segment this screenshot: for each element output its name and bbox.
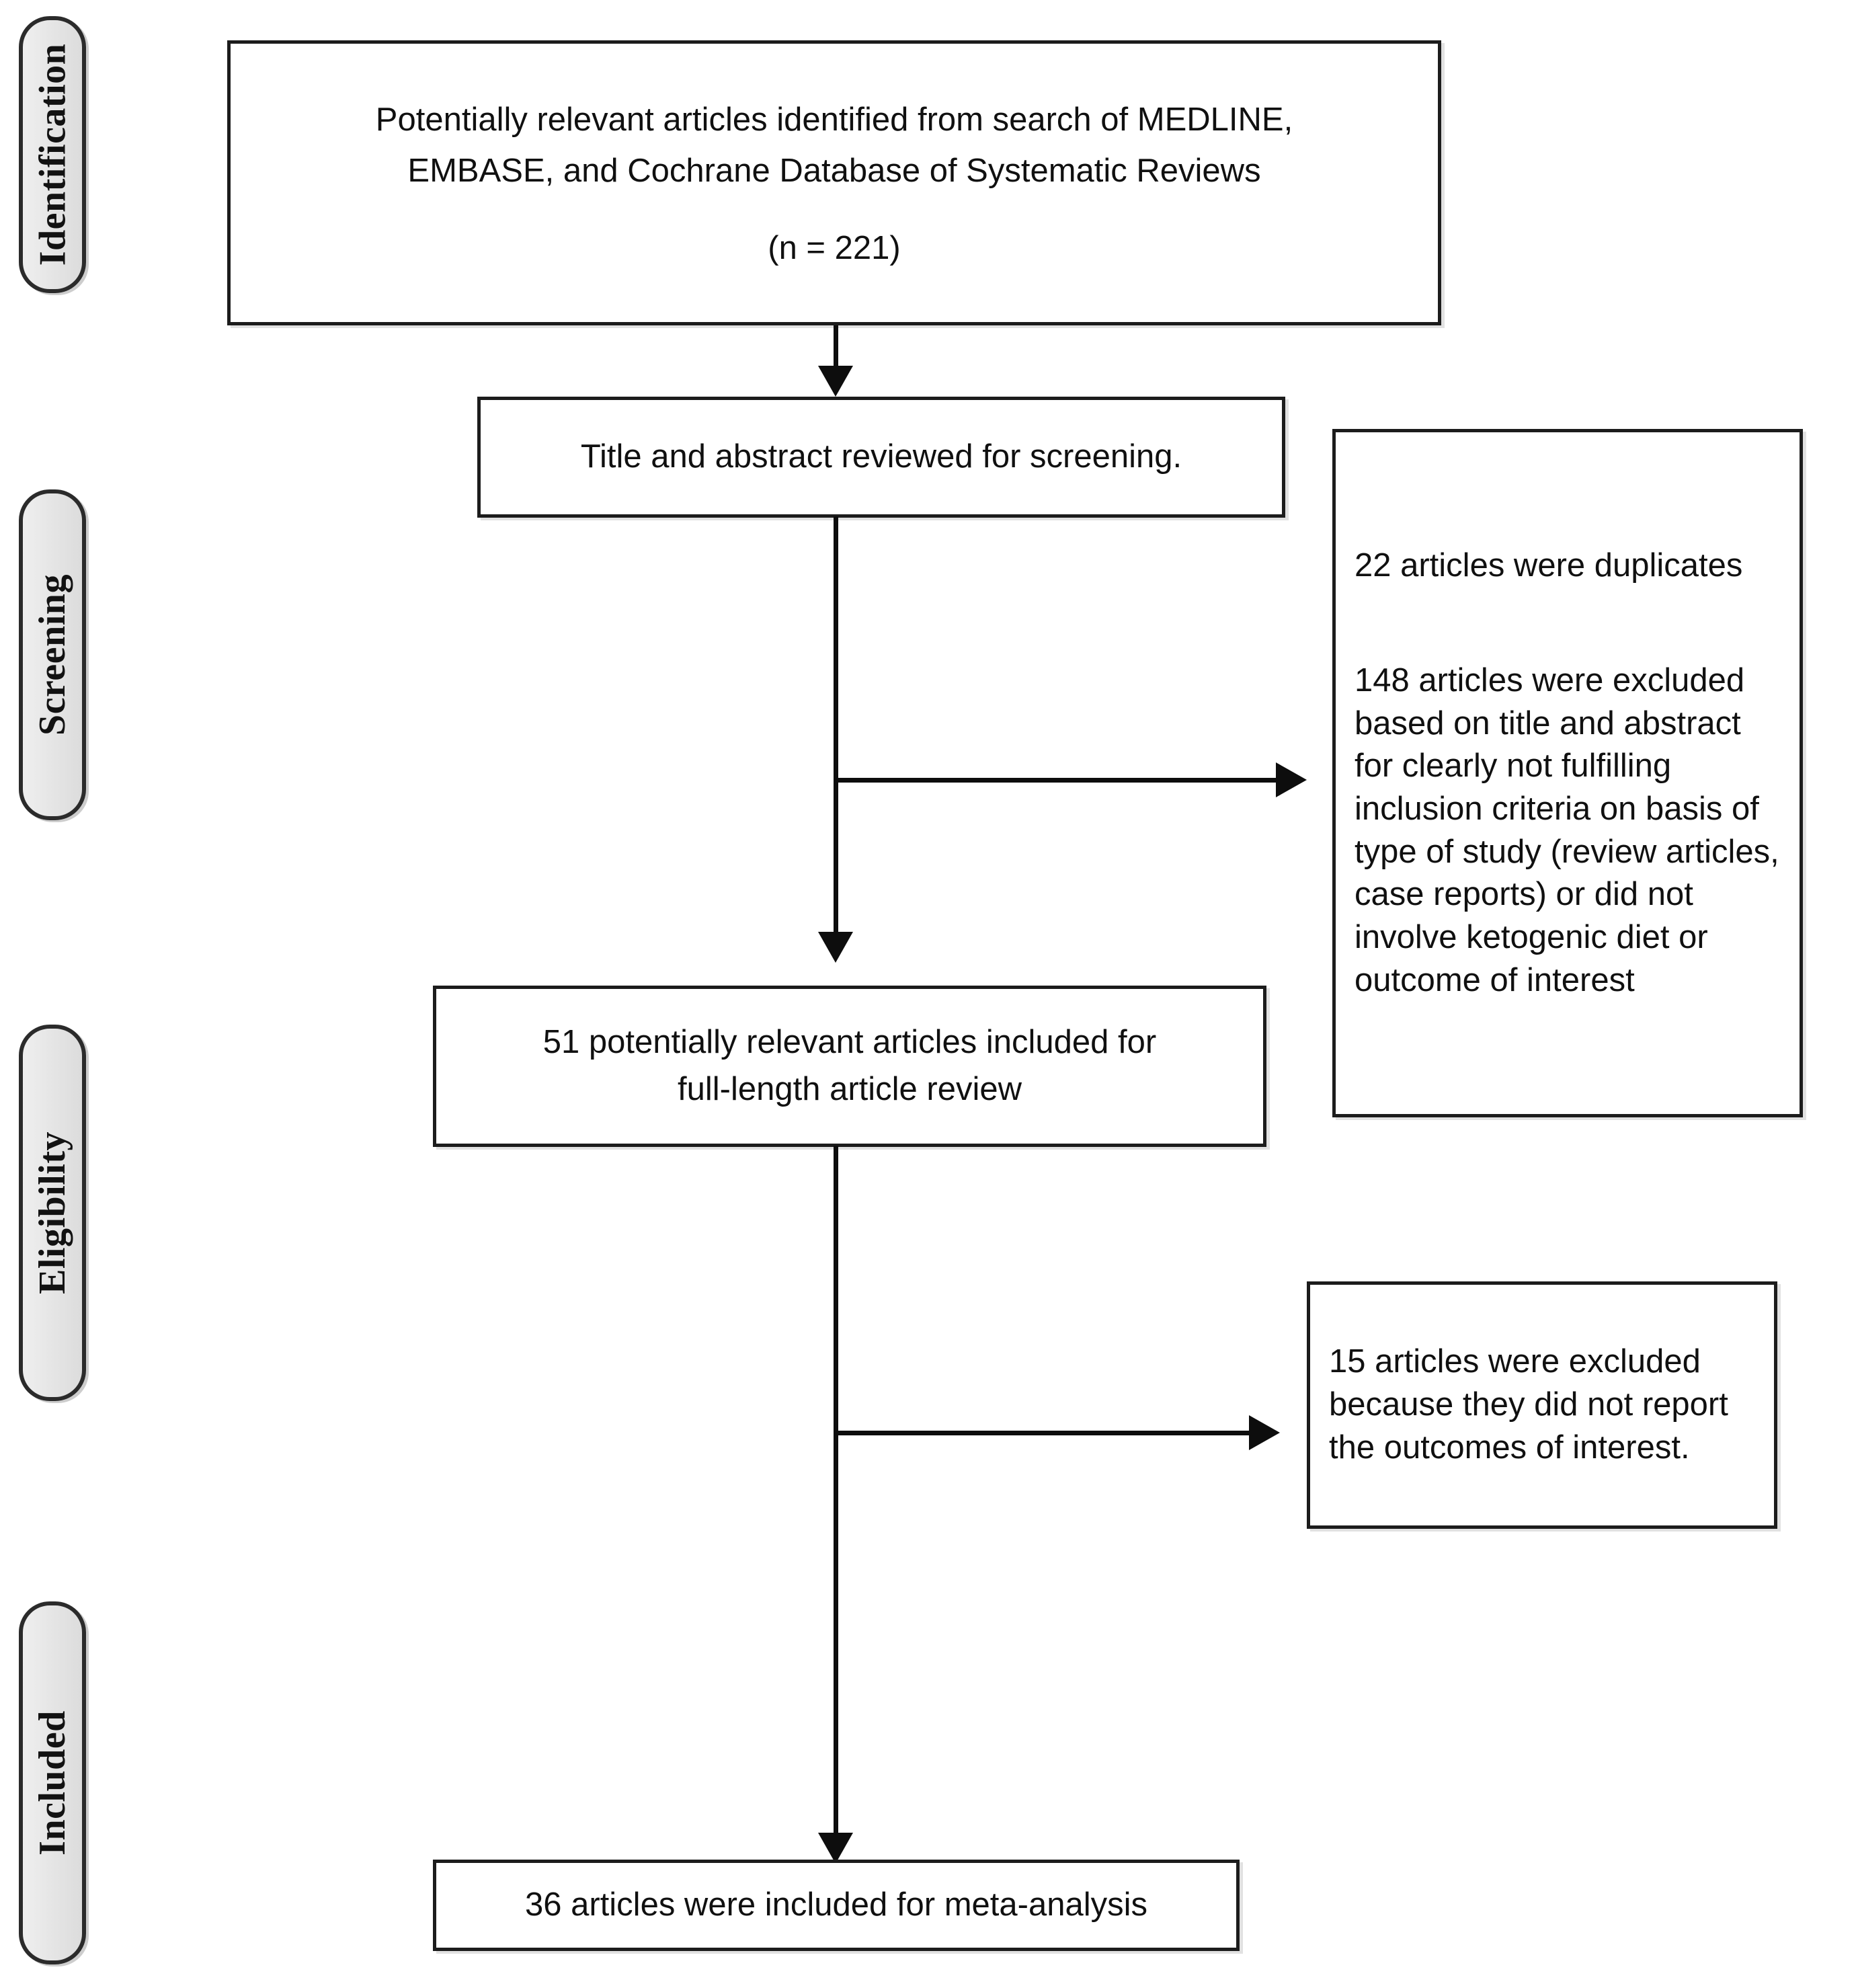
connector-fulltext-to-excluded-arrowhead [1249,1415,1280,1450]
box-articles-identified: Potentially relevant articles identified… [227,40,1441,325]
box-articles-identified-count: (n = 221) [768,229,901,266]
box-included-final-text: 36 articles were included for meta-analy… [525,1886,1147,1923]
connector-fulltext-to-excluded-line [834,1431,1252,1435]
box-included-final: 36 articles were included for meta-analy… [433,1860,1240,1951]
box-excluded-at-fulltext: 15 articles were excluded because they d… [1307,1281,1777,1529]
box-excluded-at-fulltext-text: 15 articles were excluded because they d… [1329,1343,1728,1466]
connector-fulltext-to-included-line [834,1146,838,1834]
connector-fulltext-to-included-arrowhead [818,1833,853,1864]
connector-identified-to-screened-arrowhead [818,366,853,397]
stage-label-eligibility: Eligibility [32,1131,73,1294]
box-fulltext-review-line1: 51 potentially relevant articles include… [542,1024,1157,1061]
box-excluded-criteria-text: 148 articles were excluded based on titl… [1355,662,1779,998]
connector-screened-to-fulltext-line [834,516,838,933]
connector-screened-to-excluded-line [834,778,1279,783]
box-excluded-duplicates-text: 22 articles were duplicates [1355,547,1743,584]
stage-label-screening: Screening [32,574,73,735]
box-excluded-at-screening-body: 22 articles were duplicates 148 articles… [1336,502,1800,1045]
stage-pill-identification: Identification [19,16,86,293]
stage-pill-included: Included [19,1601,86,1964]
box-fulltext-review-line2: full-length article review [678,1071,1022,1107]
stage-pill-eligibility: Eligibility [19,1025,86,1401]
box-title-abstract-screened-text: Title and abstract reviewed for screenin… [580,438,1182,475]
box-title-abstract-screened: Title and abstract reviewed for screenin… [477,397,1285,518]
connector-screened-to-fulltext-arrowhead [818,932,853,963]
box-fulltext-review: 51 potentially relevant articles include… [433,986,1266,1147]
stage-label-included: Included [32,1710,74,1856]
box-articles-identified-line2: EMBASE, and Cochrane Database of Systema… [407,153,1261,190]
box-articles-identified-line1: Potentially relevant articles identified… [375,101,1293,138]
box-excluded-at-screening: 22 articles were duplicates 148 articles… [1332,429,1803,1117]
connector-screened-to-excluded-arrowhead [1276,762,1307,797]
connector-identified-to-screened-line [834,325,838,368]
stage-pill-screening: Screening [19,489,86,820]
stage-label-identification: Identification [32,43,73,266]
